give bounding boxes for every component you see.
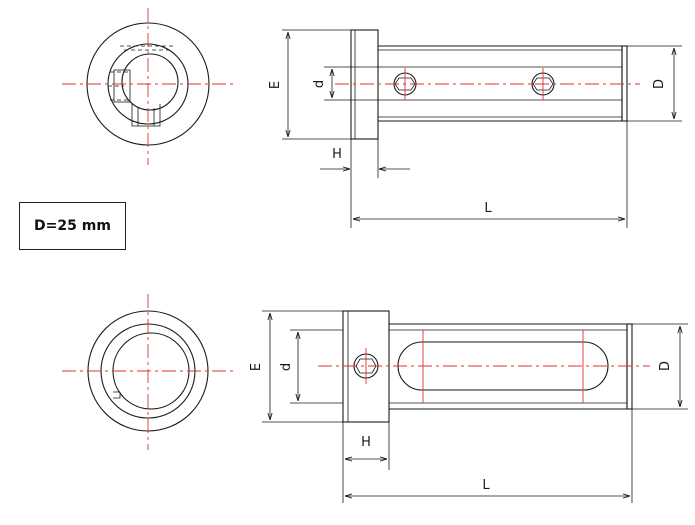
- top-end-view: [62, 8, 234, 165]
- bottom-side-view: [318, 310, 650, 423]
- dim-top-L: L: [484, 201, 492, 216]
- dim-bottom-E: E: [249, 363, 264, 371]
- top-dimensions: E d D H L: [268, 29, 682, 228]
- dim-bottom-L: L: [482, 478, 490, 493]
- dim-top-d: d: [312, 80, 327, 88]
- dim-bottom-H: H: [361, 435, 371, 450]
- spec-box-text: D=25 mm: [34, 218, 111, 234]
- dim-bottom-d: d: [279, 363, 294, 371]
- top-side-view: [335, 29, 640, 140]
- dim-top-E: E: [268, 81, 283, 89]
- bottom-end-view: [62, 294, 234, 450]
- bottom-dimensions: E d D H L: [249, 310, 688, 503]
- spec-box: D=25 mm: [19, 202, 126, 250]
- dim-top-H: H: [332, 147, 342, 162]
- dim-bottom-D: D: [658, 361, 673, 371]
- dim-top-D: D: [652, 79, 667, 89]
